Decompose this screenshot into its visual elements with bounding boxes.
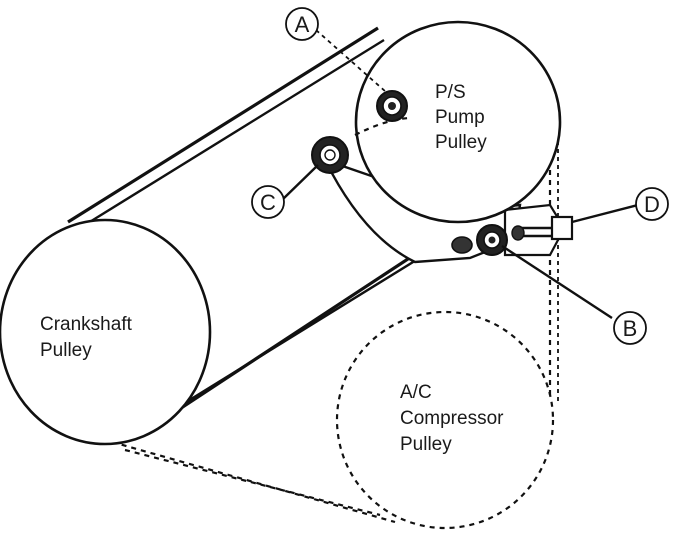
- bolt-a: [376, 90, 408, 122]
- ac-label-line1: A/C: [400, 382, 432, 403]
- ps-pump-label-line3: Pulley: [435, 132, 487, 153]
- crankshaft-label-line1: Crankshaft: [40, 314, 133, 335]
- leader-d: [571, 203, 639, 224]
- ac-compressor-pulley: [335, 310, 555, 530]
- crankshaft-label-line2: Pulley: [40, 340, 92, 361]
- callout-c: C: [251, 185, 285, 219]
- ps-pump-label-line2: Pump: [435, 107, 485, 128]
- svg-text:D: D: [644, 192, 660, 217]
- hidden-contour: [354, 116, 413, 136]
- crankshaft-pulley: [0, 218, 212, 446]
- ac-label-line2: Compressor: [400, 408, 504, 429]
- leader-b: [501, 244, 613, 320]
- adjusting-bolt-head: [550, 215, 574, 241]
- ps-pump-label-line1: P/S: [435, 82, 466, 103]
- callout-b: B: [613, 311, 647, 345]
- svg-text:C: C: [260, 190, 276, 215]
- ps-pump-pulley: [354, 20, 562, 224]
- svg-text:A: A: [295, 12, 310, 37]
- bolt-b: [451, 224, 525, 256]
- ac-belt-lower-2: [124, 448, 381, 517]
- leader-c: [281, 164, 319, 201]
- callout-d: D: [635, 187, 669, 221]
- ac-label-line3: Pulley: [400, 434, 452, 455]
- belt-lower-run-inner: [182, 236, 453, 406]
- callout-a: A: [285, 7, 319, 41]
- svg-text:B: B: [623, 316, 638, 341]
- bolt-c: [311, 136, 349, 174]
- belt-upper-run-inner: [79, 38, 385, 230]
- belt-upper-run: [67, 26, 379, 224]
